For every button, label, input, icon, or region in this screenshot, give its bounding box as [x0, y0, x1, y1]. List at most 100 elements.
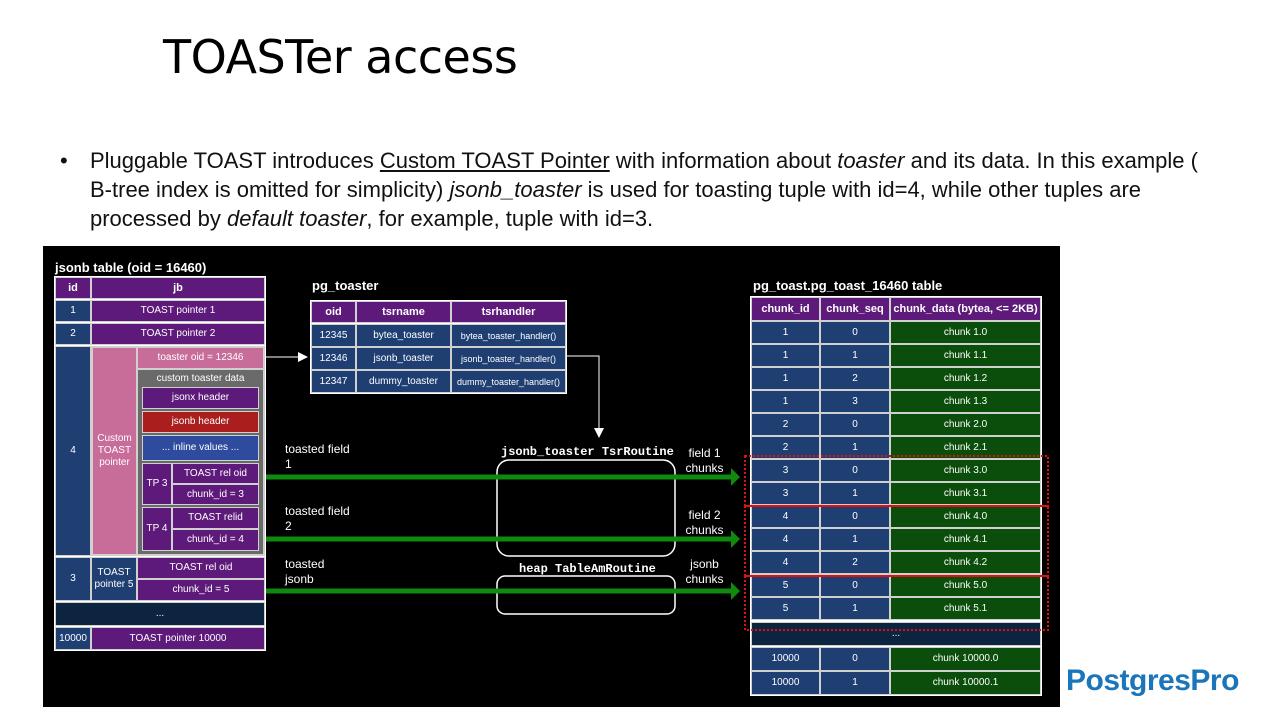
pg-toaster-cell: jsonb_toaster [356, 347, 451, 370]
toast-table-cell: chunk 4.2 [890, 551, 1041, 574]
row3-chunk-cell: chunk_id = 5 [137, 579, 265, 601]
bullet-link: Custom TOAST Pointer [379, 148, 610, 173]
tp3-chunk-cell: chunk_id = 3 [172, 484, 259, 505]
pg-toaster-cell: jsonb_toaster_handler() [451, 347, 566, 370]
toast-table-cell: chunk 1.1 [890, 344, 1041, 367]
jsonb-table-title: jsonb table (oid = 16460) [55, 260, 207, 275]
toast-table-cell: 1 [751, 321, 820, 344]
toast-table-cell: 0 [820, 321, 890, 344]
toast-table-cell: chunk 5.0 [890, 574, 1041, 597]
jsonb-header-cell: jsonb header [142, 411, 259, 433]
toast-table-cell: chunk 1.0 [890, 321, 1041, 344]
pg-toaster-title: pg_toaster [312, 278, 379, 293]
bullet-dot: • [60, 148, 68, 173]
jsonb-tsrroutine-label: jsonb_toaster TsrRoutine [501, 445, 674, 459]
toast-table-cell: 1 [820, 528, 890, 551]
highlight-jsonb [744, 575, 1049, 631]
tp3-label: TP 3 [142, 463, 172, 505]
jsonb-routine-box [496, 459, 676, 557]
bullet-part: default toaster [226, 206, 367, 231]
jsonb-row-jb: TOAST pointer 10000 [91, 627, 265, 650]
toast-table-cell: 2 [751, 436, 820, 459]
pg-toaster-cell: 12347 [311, 370, 356, 393]
slide-title: TOASTer access [163, 30, 518, 84]
heap-routine-box [496, 575, 676, 615]
jsonb-header-id: id [55, 277, 91, 299]
pg-toaster-cell: 12345 [311, 324, 356, 347]
toast-table-cell: 0 [820, 413, 890, 436]
diagram-panel: jsonb table (oid = 16460) id jb 1 TOAST … [43, 246, 1060, 707]
toast-table-cell: chunk 10000.1 [890, 671, 1041, 695]
toast-table-cell: 2 [751, 413, 820, 436]
postgrespro-logo: PostgresPro [1066, 664, 1239, 697]
jsonb-row-id: 2 [55, 323, 91, 345]
pg-toaster-header: tsrname [356, 301, 451, 323]
custom-toast-pointer-label: Custom TOAST pointer [92, 347, 137, 555]
bullet-part: and its data. In this example ( B-tree i… [90, 148, 1198, 202]
toast-table-cell: chunk 3.1 [890, 482, 1041, 505]
tp4-relid-cell: TOAST relid [172, 507, 259, 529]
heap-tableamroutine-label: heap TableAmRoutine [519, 562, 656, 576]
bullet-part: , for example, tuple with id=3. [366, 206, 654, 231]
toast-table-cell: 2 [820, 367, 890, 390]
toast-table-cell: chunk 1.3 [890, 390, 1041, 413]
toast-table-cell: 3 [751, 482, 820, 505]
row3-relid-cell: TOAST rel oid [137, 557, 265, 579]
toast-table-cell: 1 [820, 597, 890, 620]
toasted-jsonb-label: toasted jsonb [285, 557, 325, 586]
inline-values-cell: ... inline values ... [142, 435, 259, 461]
field2-chunks-label: field 2 chunks [685, 508, 724, 537]
bullet-part: Pluggable TOAST introduces [90, 148, 380, 173]
toast-table-cell: chunk 2.0 [890, 413, 1041, 436]
toast-table-cell: 10000 [751, 647, 820, 671]
jsonb-row-id: 4 [55, 346, 91, 556]
pg-toaster-cell: dummy_toaster_handler() [451, 370, 566, 393]
toast-table-title: pg_toast.pg_toast_16460 table [753, 278, 943, 293]
bullet-part: toaster [837, 148, 905, 173]
toast-table-cell: 0 [820, 459, 890, 482]
bullet-text: • Pluggable TOAST introduces Custom TOAS… [60, 146, 1210, 233]
bullet-part: with information about [609, 148, 838, 173]
toast-table-cell: chunk 10000.0 [890, 647, 1041, 671]
pg-toaster-header: tsrhandler [451, 301, 566, 323]
toast-table-cell: 10000 [751, 671, 820, 695]
toast-table-cell: 5 [751, 574, 820, 597]
toast-ellipsis-row: ... [751, 622, 1041, 646]
field1-chunks-label: field 1 chunks [685, 446, 724, 475]
tp4-chunk-cell: chunk_id = 4 [172, 529, 259, 551]
tp4-label: TP 4 [142, 507, 172, 551]
toast-table-cell: 1 [820, 671, 890, 695]
tp3-relid-cell: TOAST rel oid [172, 463, 259, 484]
toast-table-header: chunk_data (bytea, <= 2KB) [890, 297, 1041, 321]
toast-pointer5-label: TOAST pointer 5 [91, 557, 137, 601]
toast-table-cell: 4 [751, 528, 820, 551]
toast-table-cell: chunk 2.1 [890, 436, 1041, 459]
bullet-part: is used for toasting tuple with id=4, wh… [90, 177, 1142, 231]
jsonb-header-jb: jb [91, 277, 265, 299]
toast-table-cell: 1 [820, 344, 890, 367]
toast-table-cell: 3 [820, 390, 890, 413]
jsonx-header-cell: jsonx header [142, 387, 259, 409]
jsonb-row-id: 10000 [55, 627, 91, 650]
pg-toaster-cell: bytea_toaster_handler() [451, 324, 566, 347]
pg-toaster-cell: dummy_toaster [356, 370, 451, 393]
toast-table-cell: 1 [820, 482, 890, 505]
toast-table-cell: chunk 4.1 [890, 528, 1041, 551]
toasted-field2-label: toasted field 2 [285, 504, 350, 533]
toaster-oid-cell: toaster oid = 12346 [137, 347, 264, 369]
pg-toaster-cell: 12346 [311, 347, 356, 370]
jsonb-row-id: 1 [55, 300, 91, 322]
toast-table-cell: 0 [820, 574, 890, 597]
toast-table-cell: 4 [751, 551, 820, 574]
toast-table-cell: 5 [751, 597, 820, 620]
toast-table-cell: chunk 1.2 [890, 367, 1041, 390]
toast-table-cell: 3 [751, 459, 820, 482]
jsonb-ellipsis-row: ... [55, 602, 265, 626]
toast-table-cell: 2 [820, 551, 890, 574]
toast-table-header: chunk_id [751, 297, 820, 321]
toast-table-header: chunk_seq [820, 297, 890, 321]
toast-table-cell: chunk 5.1 [890, 597, 1041, 620]
toast-table-cell: 1 [751, 367, 820, 390]
toasted-field1-label: toasted field 1 [285, 442, 350, 471]
toast-table-cell: 1 [820, 436, 890, 459]
